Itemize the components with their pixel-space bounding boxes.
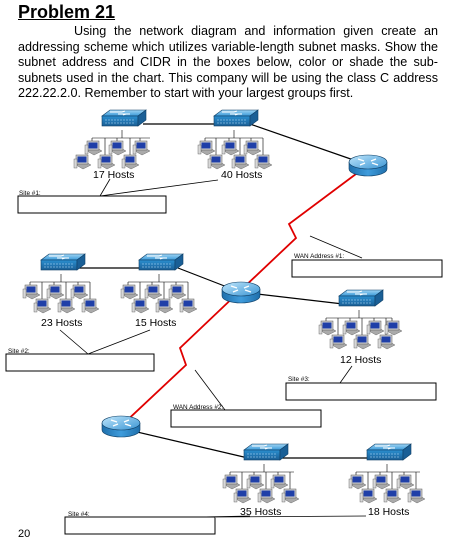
page-number: 20 (18, 528, 31, 540)
wan2-answer: WAN Address #2: (170, 404, 322, 428)
instructions-text: Using the network diagram and informatio… (18, 24, 438, 102)
workstation-icon (377, 334, 396, 350)
instructions-body: Using the network diagram and informatio… (18, 24, 438, 100)
host-label-17: 17 Hosts (93, 169, 134, 181)
router-icon (348, 154, 388, 177)
switch-icon (243, 443, 289, 461)
host-label-15: 15 Hosts (135, 317, 176, 329)
switch-icon (338, 289, 384, 307)
site4-answer-box[interactable] (64, 516, 216, 535)
workstation-icon (81, 298, 100, 314)
workstation-icon (120, 284, 139, 300)
workstation-icon (233, 488, 252, 504)
site3-answer: Site #3: (285, 376, 437, 401)
workstation-icon (342, 320, 361, 336)
workstation-icon (155, 298, 174, 314)
workstation-icon (353, 334, 372, 350)
workstation-icon (384, 320, 403, 336)
site4-label: Site #4: (68, 511, 90, 518)
workstation-icon (70, 284, 89, 300)
site3-label: Site #3: (288, 376, 310, 383)
workstation-icon (197, 140, 216, 156)
wan2-answer-box[interactable] (170, 409, 322, 428)
wan1-answer: WAN Address #1: (291, 253, 443, 278)
site3-answer-box[interactable] (285, 382, 437, 401)
workstation-icon (254, 154, 273, 170)
wan1-answer-box[interactable] (291, 259, 443, 278)
workstation-icon (243, 140, 262, 156)
router-icon (101, 415, 141, 438)
site4-answer: Site #4: (64, 511, 216, 535)
workstation-icon (372, 474, 391, 490)
workstation-icon (179, 298, 198, 314)
workstation-icon (121, 154, 140, 170)
workstation-icon (281, 488, 300, 504)
host-label-23: 23 Hosts (41, 317, 82, 329)
wan2-label: WAN Address #2: (173, 404, 223, 411)
site1-answer-box[interactable] (17, 195, 167, 214)
workstation-icon (33, 298, 52, 314)
label-leaders (59, 178, 367, 518)
workstation-icon (84, 140, 103, 156)
switch-icon (366, 443, 412, 461)
switch-icon (40, 253, 86, 271)
site1-label: Site #1: (19, 190, 41, 197)
host-label-18: 18 Hosts (368, 506, 409, 518)
wan-link-1 (240, 164, 369, 291)
site1-answer: Site #1: (17, 190, 167, 214)
site2-answer: Site #2: (5, 348, 155, 372)
workstation-icon (73, 154, 92, 170)
workstation-icon (108, 140, 127, 156)
switch-icon (138, 253, 184, 271)
workstation-icon (221, 140, 240, 156)
wan1-label: WAN Address #1: (294, 253, 344, 260)
workstation-icon (396, 474, 415, 490)
workstation-icon (231, 154, 250, 170)
workstation-icon (359, 488, 378, 504)
workstation-icon (207, 154, 226, 170)
workstation-icon (366, 320, 385, 336)
workstation-icon (348, 474, 367, 490)
workstation-icon (168, 284, 187, 300)
workstation-icon (246, 474, 265, 490)
site2-label: Site #2: (8, 348, 30, 355)
workstation-icon (329, 334, 348, 350)
workstation-icon (132, 140, 151, 156)
host-label-12: 12 Hosts (340, 354, 381, 366)
wan-link-2 (120, 289, 242, 427)
workstation-icon (46, 284, 65, 300)
site2-answer-box[interactable] (5, 353, 155, 372)
host-label-35: 35 Hosts (240, 506, 281, 518)
workstation-icon (270, 474, 289, 490)
workstation-icon (131, 298, 150, 314)
router-icon (221, 281, 261, 304)
workstation-icon (57, 298, 76, 314)
workstation-icon (407, 488, 426, 504)
workstation-icon (144, 284, 163, 300)
workstation-icon (383, 488, 402, 504)
workstation-icon (97, 154, 116, 170)
switch-icon (101, 109, 147, 127)
workstation-icon (257, 488, 276, 504)
workstation-icon (318, 320, 337, 336)
workstation-icon (222, 474, 241, 490)
workstation-icon (22, 284, 41, 300)
problem-title: Problem 21 (18, 2, 116, 22)
switch-icon (213, 109, 259, 127)
host-label-40: 40 Hosts (221, 169, 262, 181)
